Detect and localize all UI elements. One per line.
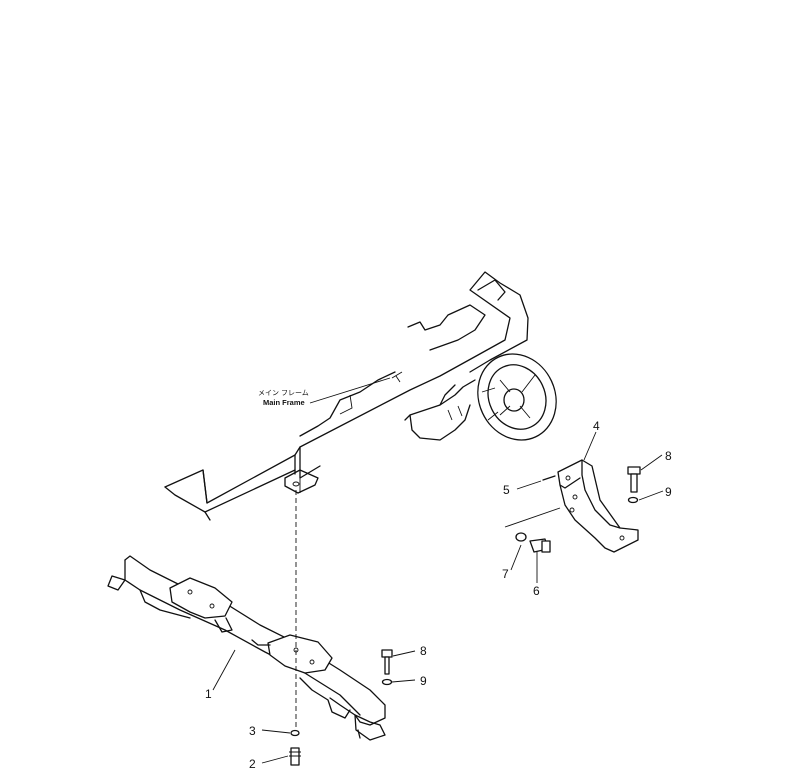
callout-8-lower: 8 [420,644,427,658]
bolt-8-lower [381,649,393,675]
pin-5 [542,475,556,481]
nut-7 [515,532,527,542]
main-frame-label-jp: メイン フレーム [258,389,309,397]
callout-9-lower: 9 [420,674,427,688]
callout-2: 2 [249,757,256,769]
callout-9-upper: 9 [665,485,672,499]
bolt-8-upper [627,466,641,493]
washer-3 [290,729,300,737]
callout-3: 3 [249,724,256,738]
callout-1: 1 [205,687,212,701]
callout-8-upper: 8 [665,449,672,463]
leader-lines [212,377,664,764]
bolt-2 [289,747,301,766]
bolt-6 [529,538,551,553]
main-frame-label-en: Main Frame [263,398,305,407]
washer-9-upper [627,496,639,504]
main-frame [164,271,529,521]
callout-6: 6 [533,584,540,598]
callout-5: 5 [503,483,510,497]
flywheel-housing [477,353,557,441]
callout-7: 7 [502,567,509,581]
track-frame-1 [107,555,386,741]
washer-9-lower [381,678,393,686]
callout-4: 4 [593,419,600,433]
bracket-4 [557,459,639,553]
